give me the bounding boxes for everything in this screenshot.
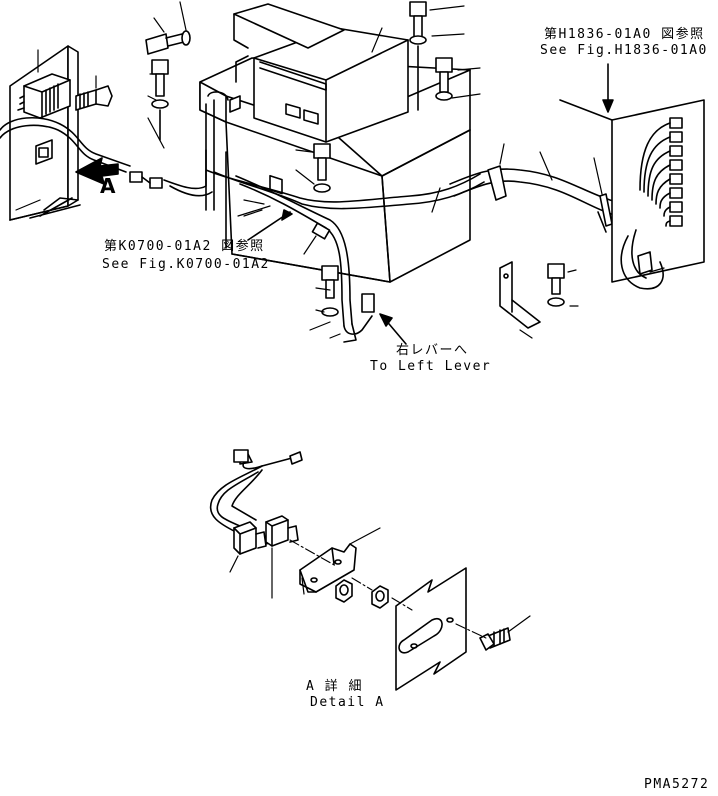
reference-h1836-en: See Fig.H1836-01A0 [540, 43, 708, 58]
ref-arrowhead-k0700 [282, 210, 292, 220]
connector-port [36, 140, 52, 164]
left-harness [0, 118, 130, 172]
detail-plate [396, 568, 466, 690]
lever-connector [362, 294, 374, 312]
clip-right [638, 252, 652, 274]
left-mounting-panel [10, 46, 80, 220]
harness-clip [312, 223, 329, 239]
reference-h1836-jp: 第H1836-01A0 図参照 [544, 27, 705, 42]
view-arrow [76, 158, 118, 184]
bolt-center [314, 144, 330, 192]
to-lever-jp: 右レバーへ [396, 343, 469, 358]
ref-arrowhead-lever [380, 314, 392, 326]
bolt-top-1 [410, 2, 426, 110]
reference-k0700-jp: 第K0700-01A2 図参照 [104, 239, 265, 254]
detail-bolt [480, 628, 510, 650]
relay-bolt [76, 86, 112, 110]
reference-k0700-en: See Fig.K0700-01A2 [102, 257, 270, 272]
mounting-bracket [500, 262, 540, 328]
detail-centerline [290, 540, 486, 638]
bolt-bracket [548, 264, 564, 306]
lever-connector-wire [344, 316, 372, 342]
leader-lines [16, 2, 664, 338]
detail-nut-2 [372, 586, 388, 608]
detail-switch-2 [266, 516, 298, 546]
box-bracket [234, 4, 344, 48]
detail-harness [211, 450, 302, 532]
control-unit [230, 28, 408, 194]
detail-bracket [300, 544, 356, 592]
ref-arrowhead-h1836 [603, 100, 613, 112]
bolt-lower [322, 266, 338, 316]
view-marker-a: A [100, 174, 117, 198]
left-harness-to-center [164, 150, 212, 196]
detail-title-en: Detail A [310, 695, 385, 710]
harness-connectors [130, 172, 162, 188]
bolt-angled [146, 31, 190, 54]
drawing-number: PMA5272 [644, 777, 710, 792]
bolt-left-top [152, 60, 168, 140]
detail-nut-1 [336, 580, 352, 602]
to-lever-en: To Left Lever [370, 359, 492, 374]
detail-leader-lines [230, 528, 530, 632]
bolt-top-2 [436, 58, 452, 100]
detail-title-jp: A 詳 細 [306, 679, 363, 694]
connector-wires [621, 123, 670, 289]
center-harness [206, 92, 484, 210]
relay-box [18, 74, 70, 118]
